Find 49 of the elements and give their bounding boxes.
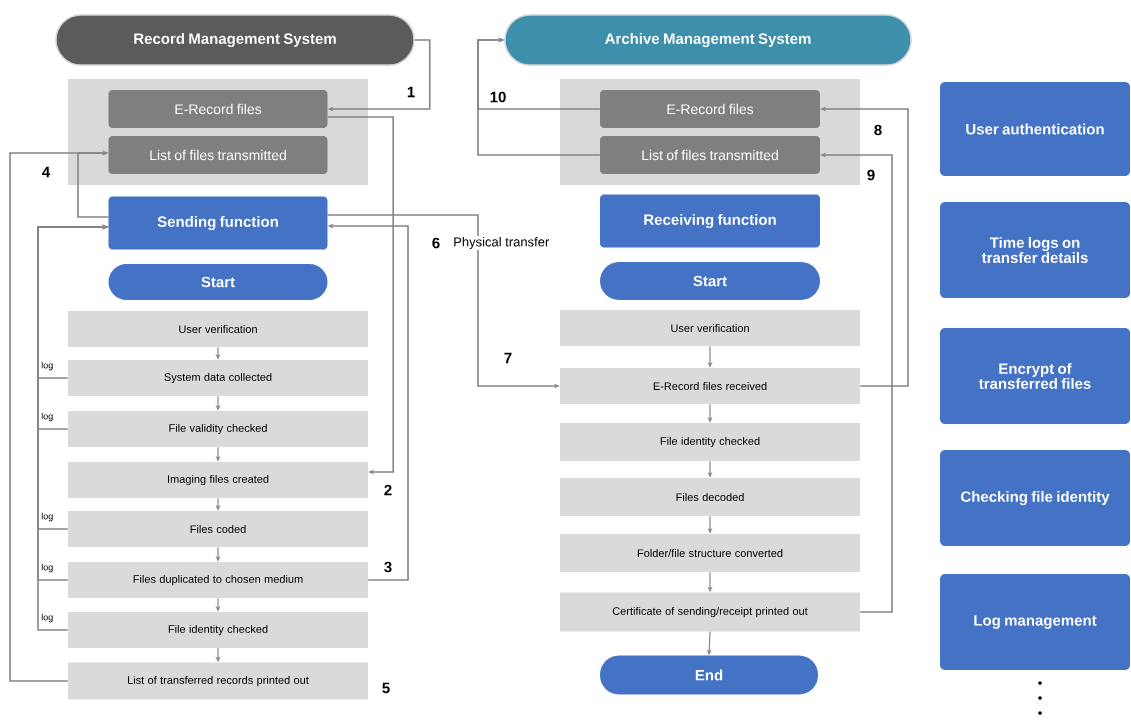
process-box: Files duplicated to chosen medium: [68, 562, 368, 598]
process-box: Imaging files created: [68, 462, 368, 498]
process-box: E-Record files received: [560, 368, 860, 404]
process-box: List of transferred records printed out: [68, 662, 368, 700]
edge-label: 9: [865, 168, 877, 182]
function-box: Sending function: [108, 196, 328, 250]
arrow: [477, 37, 601, 156]
process-box: User verification: [560, 310, 860, 346]
process-box: File identity checked: [560, 423, 860, 461]
edge-label: log: [40, 411, 55, 423]
edge-label: 10: [488, 90, 508, 104]
process-box: Files decoded: [560, 478, 860, 516]
terminal-pill: Start: [600, 262, 820, 300]
process-box: Certificate of sending/receipt printed out: [560, 592, 860, 632]
edge-label: 8: [872, 123, 884, 137]
arrow: [326, 116, 394, 475]
arrow: [77, 150, 110, 218]
edge-label: 2: [382, 483, 394, 497]
terminal-pill: Start: [108, 264, 328, 300]
data-box: E-Record files: [108, 90, 328, 128]
feature-box: Encrypt of transferred files: [940, 328, 1130, 424]
process-box: File identity checked: [68, 612, 368, 648]
feature-box: Time logs on transfer details: [940, 202, 1130, 298]
edge-label: log: [40, 562, 55, 574]
process-box: System data collected: [68, 360, 368, 396]
callout-number: 6: [432, 237, 440, 249]
title-pill: Record Management System: [55, 14, 415, 66]
title-pill: Archive Management System: [504, 14, 912, 66]
data-box: List of files transmitted: [600, 136, 820, 174]
edge-label: log: [40, 360, 55, 372]
terminal-pill: End: [600, 655, 818, 695]
process-box: Files coded: [68, 511, 368, 547]
edge-label: 3: [382, 560, 394, 574]
feature-box: User authentication: [940, 82, 1130, 176]
edge-label: Physical transfer: [452, 235, 551, 251]
process-box: Folder/file structure converted: [560, 534, 860, 572]
edge-label: log: [40, 612, 55, 624]
edge-label: 1: [405, 85, 417, 99]
data-box: E-Record files: [600, 90, 820, 128]
edge-label: log: [40, 511, 55, 523]
process-box: File validity checked: [68, 411, 368, 447]
callout-number: 5: [382, 682, 390, 694]
edge-label: 4: [40, 165, 52, 179]
feature-box: Checking file identity: [940, 450, 1130, 546]
process-box: User verification: [68, 311, 368, 347]
function-box: Receiving function: [600, 194, 820, 248]
feature-box: Log management: [940, 574, 1130, 670]
data-box: List of files transmitted: [108, 136, 328, 174]
callout-number: 7: [504, 352, 512, 364]
